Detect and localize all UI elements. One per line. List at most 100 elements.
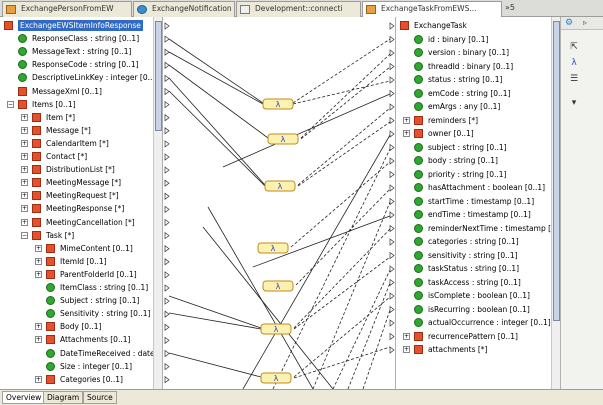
source-port-marker[interactable] — [164, 245, 170, 253]
tree-row[interactable]: DateTimeReceived : dateTime — [46, 348, 162, 359]
tree-row[interactable]: ItemClass : string [0..1] — [46, 282, 162, 293]
lambda-function-label[interactable]: λ — [278, 182, 283, 191]
tree-row[interactable]: id : binary [0..1] — [414, 34, 560, 45]
expand-icon[interactable]: + — [21, 139, 28, 147]
expand-icon[interactable]: + — [21, 126, 28, 134]
lambda-function-box[interactable] — [262, 280, 294, 292]
source-port-marker[interactable] — [164, 48, 170, 56]
tree-row[interactable]: categories : string [0..1] — [414, 236, 560, 247]
tree-row[interactable]: +DistributionList [*] — [21, 164, 162, 175]
tree-row[interactable]: taskStatus : string [0..1] — [414, 263, 560, 274]
target-port-marker[interactable] — [389, 197, 395, 206]
target-port-marker[interactable] — [389, 346, 395, 354]
tree-row[interactable]: emArgs : any [0..1] — [414, 101, 560, 112]
source-port-marker[interactable] — [164, 22, 170, 30]
palette-settings-icon[interactable]: ⚙ — [565, 18, 574, 28]
source-port-marker[interactable] — [164, 218, 170, 227]
mapping-connector-line[interactable] — [293, 346, 391, 379]
source-port-marker[interactable] — [164, 87, 170, 96]
select-arrow-icon[interactable]: ⇱ — [570, 42, 578, 52]
target-port-marker[interactable] — [389, 265, 395, 273]
mapping-connector-line[interactable] — [312, 201, 391, 389]
target-port-marker[interactable] — [389, 143, 395, 152]
target-port-marker[interactable] — [389, 116, 395, 125]
target-port-marker[interactable] — [389, 238, 395, 246]
mapping-connector-line[interactable] — [293, 228, 391, 329]
tree-row[interactable]: threadId : binary [0..1] — [414, 61, 560, 72]
mapping-connector-line[interactable] — [207, 206, 314, 389]
tree-row[interactable]: Subject : string [0..1] — [46, 295, 162, 306]
list-icon[interactable]: ☰ — [569, 74, 579, 84]
source-port-marker[interactable] — [164, 271, 170, 279]
tree-row[interactable]: isComplete : boolean [0..1] — [414, 290, 560, 301]
tree-row[interactable]: emCode : string [0..1] — [414, 88, 560, 99]
tree-row[interactable]: +MimeContent [0..1] — [35, 243, 162, 254]
mapping-connector-line[interactable] — [168, 64, 269, 139]
source-port-marker[interactable] — [164, 310, 170, 318]
mapping-connector-line[interactable] — [293, 296, 391, 378]
tree-row[interactable]: subject : string [0..1] — [414, 142, 560, 153]
mapping-connector-line[interactable] — [222, 93, 391, 168]
target-port-marker[interactable] — [389, 157, 395, 165]
target-port-marker[interactable] — [389, 170, 395, 179]
tree-row[interactable]: priority : string [0..1] — [414, 169, 560, 180]
tree-row[interactable]: +owner [0..1] — [403, 128, 560, 139]
expand-icon[interactable]: + — [403, 130, 410, 137]
expand-icon[interactable]: + — [35, 323, 42, 331]
tree-row[interactable]: body : string [0..1] — [414, 155, 560, 166]
target-port-marker[interactable] — [389, 278, 395, 287]
expand-icon[interactable]: + — [35, 244, 42, 252]
target-port-marker[interactable] — [389, 76, 395, 84]
mapping-connector-line[interactable] — [168, 312, 262, 330]
source-port-marker[interactable] — [164, 100, 170, 109]
mapping-connector-line[interactable] — [168, 295, 262, 329]
source-port-marker[interactable] — [164, 179, 170, 187]
tree-row[interactable]: −ExchangeTask — [400, 20, 560, 31]
expand-icon[interactable]: + — [403, 346, 410, 353]
lambda-function-label[interactable]: λ — [274, 325, 279, 334]
collapse-icon[interactable]: − — [7, 100, 14, 108]
target-port-marker[interactable] — [389, 130, 395, 138]
tree-row[interactable]: hasAttachment : boolean [0..1] — [414, 182, 560, 193]
scrollbar-thumb[interactable] — [553, 21, 560, 321]
source-port-marker[interactable] — [164, 140, 170, 148]
mapping-connector-line[interactable] — [297, 121, 391, 187]
mapping-connector-line[interactable] — [295, 188, 391, 286]
mapping-connector-line[interactable] — [300, 53, 391, 139]
source-port-marker[interactable] — [164, 349, 170, 358]
tree-row[interactable]: endTime : timestamp [0..1] — [414, 209, 560, 220]
target-port-marker[interactable] — [389, 49, 395, 57]
tree-row[interactable]: MessageXml [0..1] — [18, 86, 162, 97]
tree-row[interactable]: +Message [*] — [21, 125, 162, 136]
target-port-marker[interactable] — [389, 319, 395, 327]
tree-row[interactable]: +ItemId [0..1] — [35, 256, 162, 267]
tab-diagram[interactable]: Diagram — [43, 391, 84, 404]
target-port-marker[interactable] — [389, 305, 395, 314]
tree-row[interactable]: −Task [*] — [21, 230, 162, 241]
tree-row[interactable]: +Categories [0..1] — [35, 374, 162, 385]
mapping-connector-line[interactable] — [300, 66, 391, 140]
mapping-connector-line[interactable] — [168, 51, 264, 105]
tree-row[interactable]: +attachments [*] — [403, 344, 560, 355]
mapping-connector-line[interactable] — [362, 309, 391, 389]
lambda-function-box[interactable] — [267, 133, 299, 145]
mapping-connector-line[interactable] — [252, 215, 391, 268]
tree-row[interactable]: +MeetingMessage [*] — [21, 177, 162, 188]
target-port-marker[interactable] — [389, 103, 395, 111]
tab-development-connection[interactable]: Development::connecti — [236, 1, 361, 17]
source-port-marker[interactable] — [164, 127, 170, 135]
tree-row[interactable]: MessageText : string [0..1] — [18, 46, 162, 57]
lambda-function-label[interactable]: λ — [276, 100, 281, 109]
source-port-marker[interactable] — [164, 323, 170, 331]
target-port-marker[interactable] — [389, 211, 395, 219]
tree-row[interactable]: taskAccess : string [0..1] — [414, 277, 560, 288]
tree-row[interactable]: +MeetingCancellation [*] — [21, 217, 162, 228]
lambda-function-box[interactable] — [260, 372, 292, 384]
scrollbar-thumb[interactable] — [155, 21, 162, 131]
tab-overflow-indicator[interactable]: »5 — [505, 3, 515, 12]
mapping-connector-line[interactable] — [347, 282, 391, 389]
tree-row[interactable]: Size : integer [0..1] — [46, 361, 162, 372]
lambda-function-box[interactable] — [257, 242, 289, 254]
source-port-marker[interactable] — [164, 114, 170, 122]
